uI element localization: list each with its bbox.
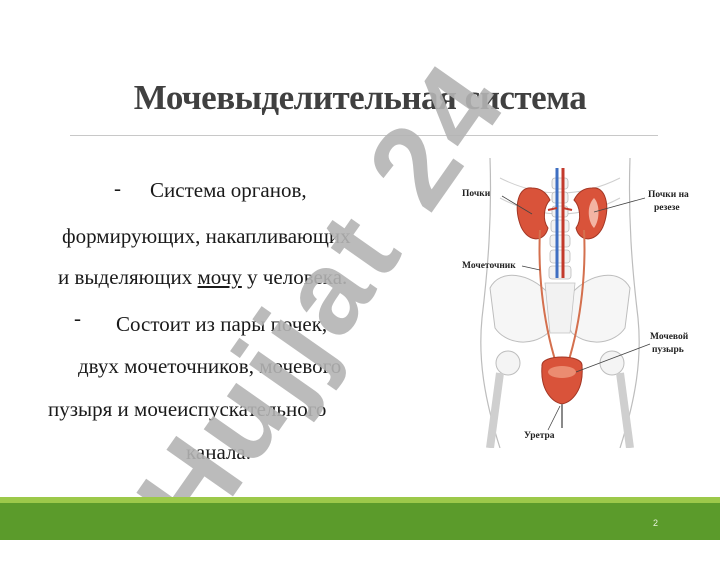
text-fragment: и выделяющих: [58, 265, 198, 289]
page-number: 2: [652, 518, 658, 528]
label-kidneys-section: Почки на: [648, 190, 689, 200]
anatomy-svg: Почки Почки на резезе Мочеточник Мочевой…: [462, 157, 689, 449]
label-kidneys: Почки: [462, 189, 491, 199]
title-divider: [70, 135, 658, 136]
text-fragment: у человека.: [241, 265, 348, 289]
paragraph2-line2: двух мочеточников, мочевого: [78, 354, 342, 378]
urinary-system-illustration: Почки Почки на резезе Мочеточник Мочевой…: [460, 157, 720, 449]
label-ureter: Мочеточник: [462, 261, 516, 271]
slide-title: Мочевыделительная система: [133, 78, 587, 117]
footer-bar: [0, 503, 720, 540]
paragraph2-line4: канала.: [186, 440, 251, 464]
paragraph1-line1: Система органов,: [150, 178, 307, 202]
paragraph1-line2: формирующих, накапливающих: [62, 224, 351, 248]
label-kidneys-section-line2: резезе: [654, 203, 680, 213]
bullet-marker: -: [114, 176, 121, 200]
label-bladder: Мочевой: [650, 331, 689, 342]
bullet-marker: -: [74, 306, 81, 330]
paragraph1-line3: и выделяющих мочу у человека.: [58, 265, 347, 290]
footer-accent-bar: [0, 497, 720, 503]
paragraph2-line1: Состоит из пары почек,: [116, 312, 328, 336]
label-urethra: Уретра: [524, 431, 555, 441]
underlined-word: мочу: [197, 265, 242, 289]
paragraph2-line3: пузыря и мочеиспускательного: [48, 397, 327, 421]
label-bladder-line2: пузырь: [652, 345, 684, 355]
